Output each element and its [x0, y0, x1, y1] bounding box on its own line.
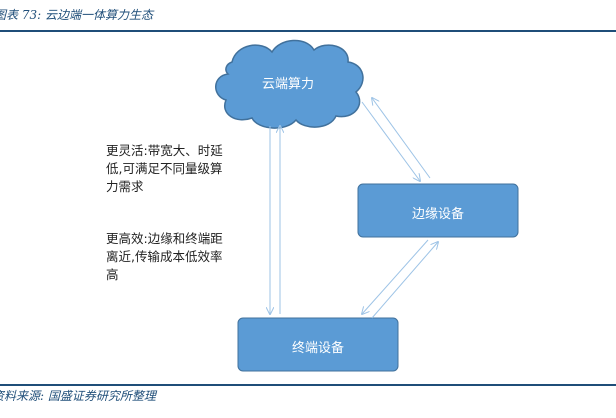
edge-to-cloud-arrow — [372, 98, 431, 179]
terminal-node — [237, 317, 399, 372]
cloud-to-edge-arrow — [361, 101, 420, 181]
source-rule — [0, 384, 616, 386]
note-efficient: 更高效:边缘和终端距离近,传输成本低效率高 — [106, 231, 223, 282]
source-note: 资料来源: 国盛证券研究所整理 — [0, 389, 156, 403]
note-flexible: 更灵活:带宽大、时延低,可满足不同量级算力需求 — [106, 143, 223, 194]
edge-node — [357, 183, 519, 238]
edge-node-label: 边缘设备 — [411, 207, 464, 222]
cloud-node-label: 云端算力 — [261, 77, 314, 92]
terminal-to-edge-arrow — [371, 242, 438, 319]
edge-to-terminal-arrow — [362, 239, 429, 314]
figure-caption: 图表 73: 云边端一体算力生态 — [0, 8, 153, 22]
terminal-node-label: 终端设备 — [291, 341, 344, 356]
caption-rule — [0, 30, 616, 32]
cloud-node — [215, 39, 364, 129]
